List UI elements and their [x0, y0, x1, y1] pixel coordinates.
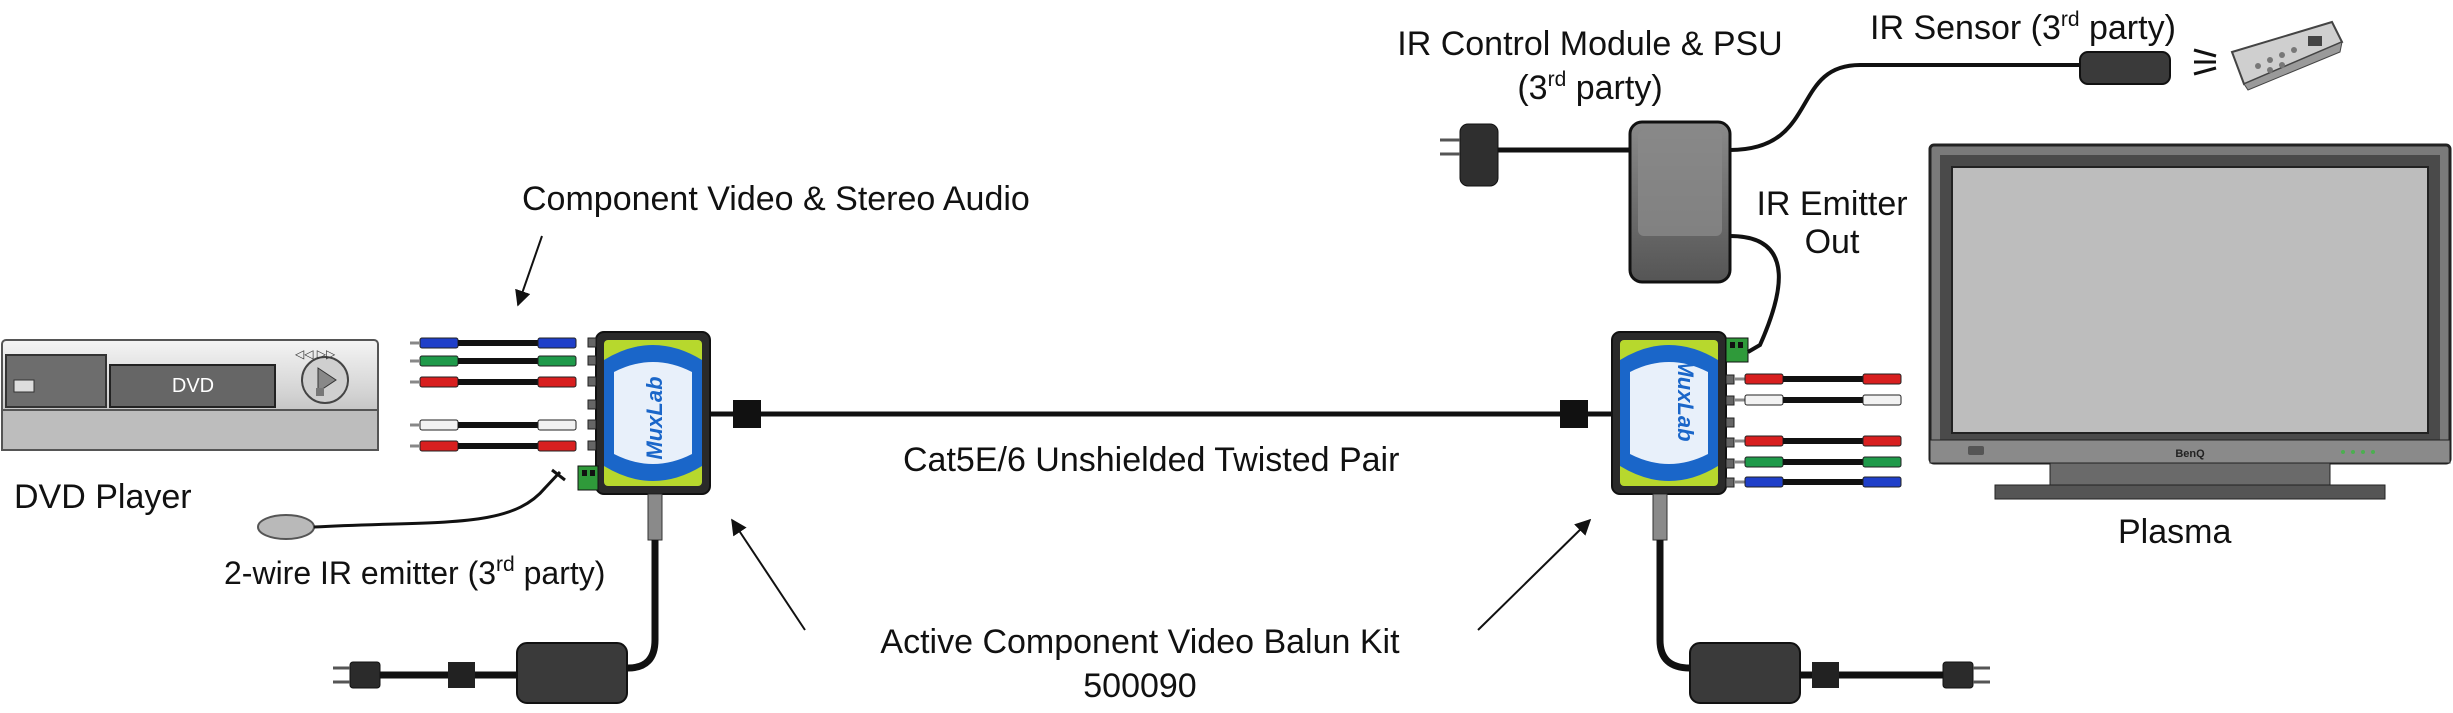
ir-sensor-post: party) — [2079, 9, 2176, 47]
ir-sensor — [2079, 48, 2217, 85]
ir-control-line2-post: party) — [1566, 69, 1663, 107]
dvd-player-label: DVD Player — [14, 478, 192, 516]
ir-emitter-2wire-label: 2-wire IR emitter (3rd party) — [224, 553, 605, 593]
balun-brand-left: MuxLab — [642, 376, 667, 459]
ir-sensor-sup: rd — [2060, 8, 2080, 31]
ir-emitter-2wire-text: 2-wire IR emitter (3 — [224, 555, 497, 591]
cat5-label: Cat5E/6 Unshielded Twisted Pair — [903, 441, 1400, 479]
rca-cables-right — [1734, 373, 1902, 488]
balun-kit-label: Active Component Video Balun Kit 500090 — [850, 622, 1430, 706]
ir-sensor-pre: IR Sensor (3 — [1870, 9, 2061, 47]
balun-kit-name: Active Component Video Balun Kit — [880, 623, 1400, 661]
balun-transmitter — [577, 331, 711, 541]
dvd-display-text: DVD — [172, 375, 214, 397]
psu-right — [1656, 540, 1943, 704]
ir-control-line1: IR Control Module & PSU — [1397, 25, 1783, 63]
remote-control-icon — [2230, 20, 2344, 91]
ir-emitter-2wire-end: party) — [514, 555, 606, 591]
tv-brand: BenQ — [2175, 448, 2205, 460]
plasma-tv — [1928, 143, 2452, 500]
balun-brand-right: MuxLab — [1673, 358, 1698, 441]
ir-emitter-2wire-sup: rd — [496, 553, 515, 576]
psu-left — [380, 540, 659, 704]
ir-emitter-out-line2: Out — [1804, 223, 1860, 261]
power-plug-icon — [333, 661, 381, 689]
ir-emitter-2wire — [257, 468, 566, 540]
plasma-label: Plasma — [2118, 513, 2232, 551]
ir-control-line2-pre: (3 — [1517, 69, 1548, 107]
ir-emitter-out-label: IR Emitter Out — [1732, 185, 1932, 261]
rca-cables-left — [410, 337, 577, 452]
balun-receiver — [1611, 331, 1749, 541]
ir-control-module — [1440, 63, 2080, 354]
svg-text:◁◁ ▷▷: ◁◁ ▷▷ — [295, 347, 336, 361]
dvd-player: ◁◁ ▷▷ — [1, 339, 379, 451]
component-video-label: Component Video & Stereo Audio — [522, 180, 1030, 218]
cat5-cable — [710, 400, 1612, 428]
power-plug-icon — [1942, 661, 1990, 689]
annotation-arrows — [515, 235, 1592, 631]
ir-emitter-out-line1: IR Emitter — [1756, 185, 1908, 223]
ir-control-line2-sup: rd — [1547, 68, 1567, 91]
ir-sensor-label: IR Sensor (3rd party) — [1870, 8, 2176, 48]
ir-control-module-label: IR Control Module & PSU (3rd party) — [1390, 24, 1790, 108]
balun-kit-part-number: 500090 — [1083, 667, 1197, 705]
